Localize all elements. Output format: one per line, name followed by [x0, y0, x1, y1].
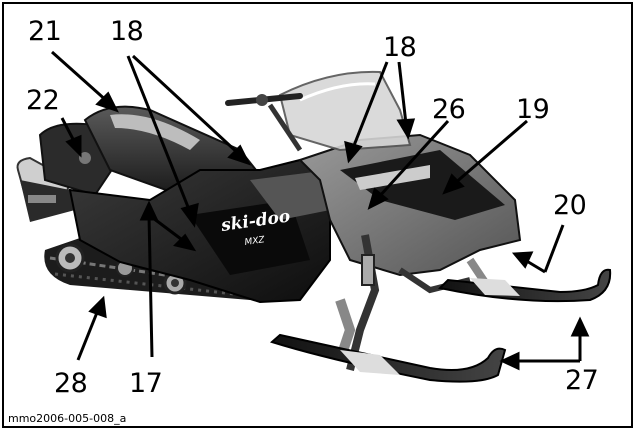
callout-28: 28	[54, 370, 87, 397]
callout-18-left: 18	[110, 18, 143, 45]
figure-caption: mmo2006-005-008_a	[8, 412, 126, 425]
callout-21: 21	[28, 18, 61, 45]
callout-19: 19	[516, 96, 549, 123]
callout-26: 26	[432, 96, 465, 123]
callout-17: 17	[129, 370, 162, 397]
callout-22: 22	[26, 87, 59, 114]
callout-18-right: 18	[383, 34, 416, 61]
figure-frame	[2, 2, 633, 428]
callout-27: 27	[565, 367, 598, 394]
callout-20: 20	[553, 192, 586, 219]
